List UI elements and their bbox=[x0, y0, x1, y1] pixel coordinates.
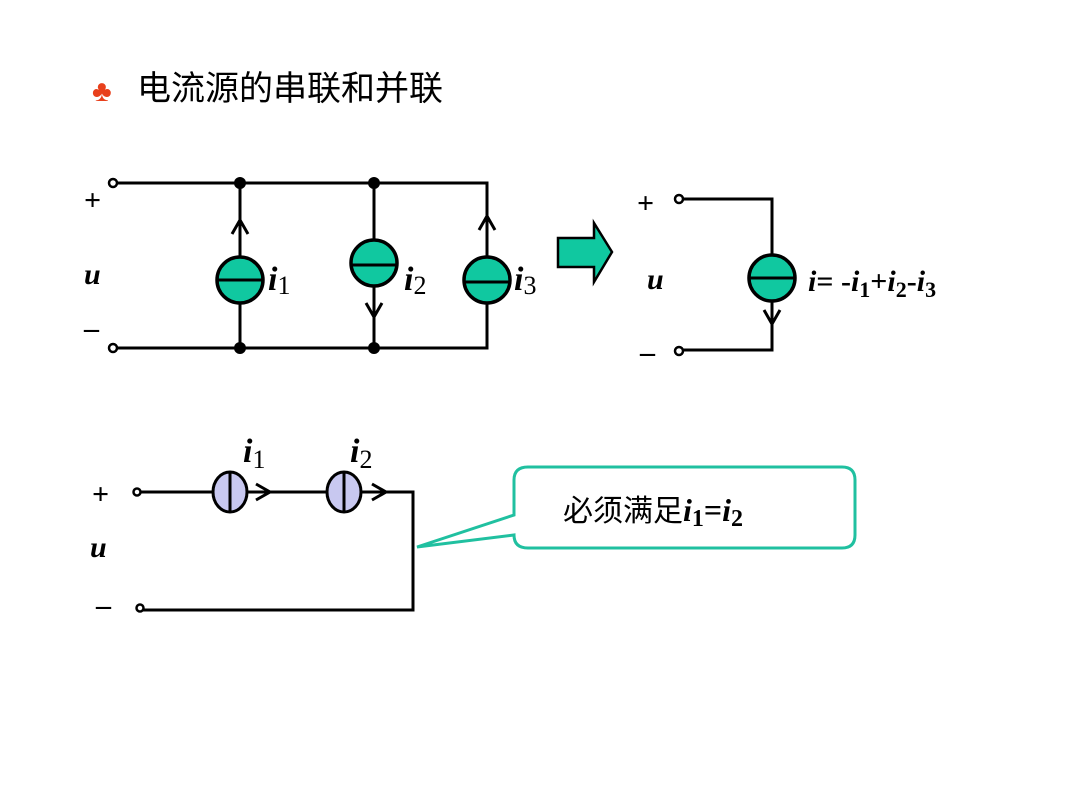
terminal-plus bbox=[107, 177, 119, 189]
plus-label: + bbox=[84, 184, 101, 217]
parallel-circuit: + u – i1 i2 i3 bbox=[83, 177, 536, 354]
slide-title: 电流源的串联和并联 bbox=[137, 69, 443, 109]
arrow-down-icon bbox=[762, 309, 782, 328]
node-dot bbox=[368, 342, 380, 354]
equivalent-circuit: + u – i= -i1+i2-i3 bbox=[637, 187, 936, 369]
terminal-plus bbox=[673, 193, 685, 205]
current-source-2 bbox=[349, 238, 399, 321]
arrow-up-icon bbox=[477, 212, 497, 231]
arrow-up-icon bbox=[230, 216, 250, 235]
minus-label: – bbox=[639, 336, 656, 369]
arrow-right-icon bbox=[371, 482, 390, 502]
arrow-down-icon bbox=[364, 302, 384, 321]
minus-label: – bbox=[95, 589, 112, 622]
voltage-label: u bbox=[90, 531, 107, 564]
label-i2: i2 bbox=[404, 261, 426, 300]
terminal-minus bbox=[107, 342, 119, 354]
plus-label: + bbox=[637, 187, 654, 220]
node-dot bbox=[368, 177, 380, 189]
arrow-right-icon bbox=[255, 482, 274, 502]
series-source-1 bbox=[211, 470, 274, 514]
label-i2: i2 bbox=[350, 433, 372, 474]
voltage-label: u bbox=[84, 258, 101, 291]
club-icon: ♣ bbox=[92, 75, 112, 108]
label-i1: i1 bbox=[243, 433, 265, 474]
terminal-minus bbox=[135, 603, 145, 613]
label-i3: i3 bbox=[514, 261, 536, 300]
equivalent-arrow-icon bbox=[556, 218, 614, 287]
equivalent-formula: i= -i1+i2-i3 bbox=[808, 265, 936, 302]
node-dot bbox=[234, 177, 246, 189]
series-source-2 bbox=[325, 470, 390, 514]
node-dot bbox=[234, 342, 246, 354]
current-source-1 bbox=[215, 216, 265, 305]
callout: 必须满足i1=i2 bbox=[416, 465, 857, 550]
terminal-minus bbox=[673, 345, 685, 357]
callout-text: 必须满足i1=i2 bbox=[563, 492, 743, 532]
minus-label: – bbox=[83, 312, 100, 345]
terminal-plus bbox=[132, 487, 142, 497]
plus-label: + bbox=[92, 478, 109, 511]
label-i1: i1 bbox=[268, 261, 290, 300]
current-source-3 bbox=[462, 212, 512, 305]
voltage-label: u bbox=[647, 263, 664, 296]
series-circuit: + u – i1 i2 bbox=[90, 433, 415, 622]
